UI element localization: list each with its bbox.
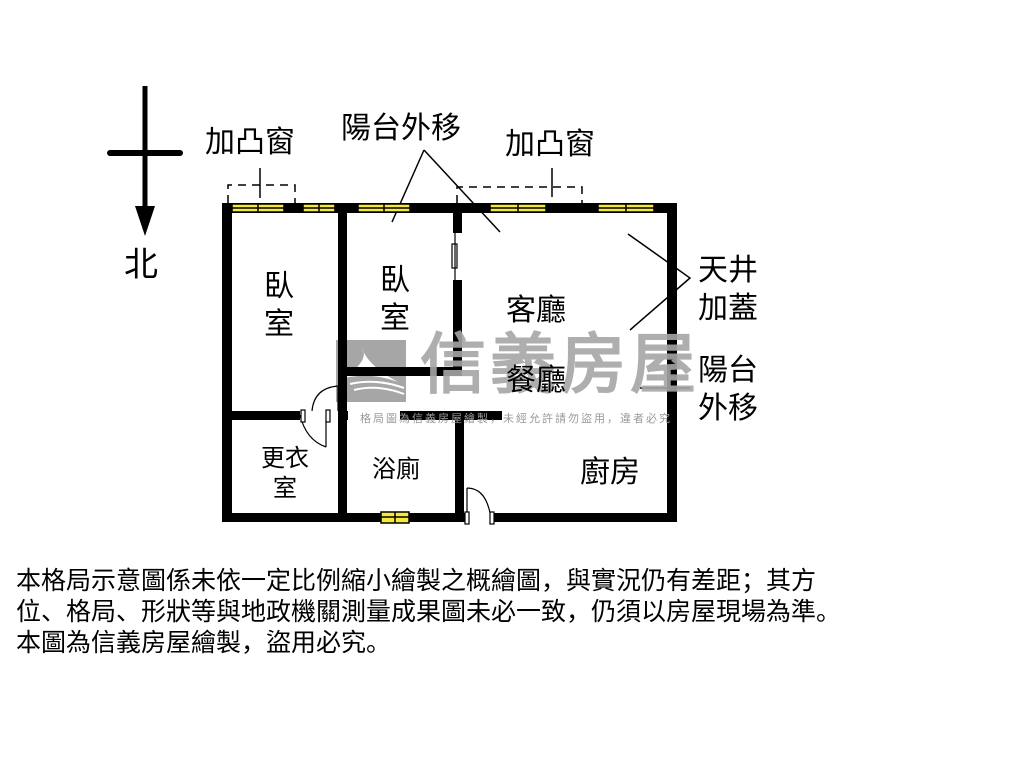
compass-label: 北 (124, 245, 158, 285)
bay-window-outline (227, 184, 583, 203)
window (302, 203, 336, 213)
room-living: 客廳 (506, 293, 566, 328)
bay-window-label-right: 加凸窗 (505, 127, 595, 162)
room-kitchen: 廚房 (580, 455, 640, 490)
balcony-moved-label-top: 陽台外移 (341, 111, 461, 146)
balcony-moved-label-right: 陽台 外移 (698, 353, 758, 426)
watermark-brand: 信義房屋 (420, 326, 700, 403)
window (231, 203, 285, 213)
light-well-covered-label: 天井 加蓋 (698, 253, 758, 326)
doors (299, 233, 495, 525)
disclaimer-line: 位、格局、形狀等與地政機關測量成果圖未必一致，仍須以房屋現場為準。 (16, 597, 842, 626)
room-dining: 餐廳 (506, 363, 566, 398)
windows (231, 203, 655, 524)
disclaimer: 本格局示意圖係未依一定比例縮小繪製之概繪圖，與實況仍有差距；其方 位、格局、形狀… (16, 565, 1016, 658)
disclaimer-line: 本圖為信義房屋繪製，盜用必究。 (16, 628, 392, 657)
window (597, 203, 655, 213)
room-bedroom-1: 臥 室 (264, 269, 294, 342)
window (357, 203, 411, 213)
room-bedroom-2: 臥 室 (380, 263, 410, 336)
room-bathroom: 浴廁 (372, 455, 420, 483)
north-arrow-icon (107, 86, 183, 236)
watermark-notice: 格局圖為信義房屋繪製，未經允許請勿盜用，違者必究 (360, 412, 672, 425)
room-dressing: 更衣 室 (261, 444, 309, 502)
window (489, 203, 547, 213)
walls (222, 203, 677, 522)
bay-window-label-left: 加凸窗 (205, 125, 295, 160)
window (380, 511, 410, 524)
disclaimer-line: 本格局示意圖係未依一定比例縮小繪製之概繪圖，與實況仍有差距；其方 (16, 566, 817, 595)
